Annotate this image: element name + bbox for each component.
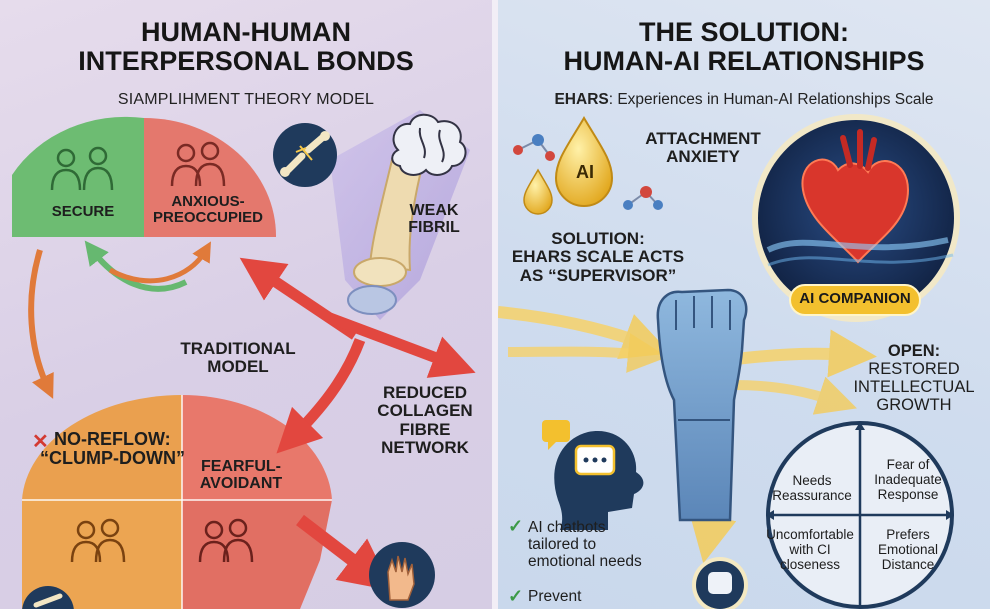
left-illustration: ✕	[12, 110, 476, 609]
hand-icon	[369, 542, 435, 608]
right-panel: THE SOLUTION: HUMAN-AI RELATIONSHIPS EHA…	[498, 0, 990, 609]
anxious-label: ANXIOUS- PREOCCUPIED	[152, 193, 264, 227]
red-arrow-hand	[296, 514, 393, 591]
anxious-quadrant	[144, 118, 277, 237]
green-cycle-arrow	[84, 240, 188, 292]
noreflow-label: NO-REFLOW: “CLUMP-DOWN”	[40, 429, 185, 469]
quad-uncomfortable: Uncomfortable with CI closeness	[766, 527, 854, 572]
panel-divider	[492, 0, 498, 609]
open-growth-label: OPEN: RESTORED INTELLECTUAL GROWTH	[853, 342, 975, 415]
attachment-anxiety-label: ATTACHMENT ANXIETY	[645, 129, 761, 167]
fearful-label: FEARFUL- AVOIDANT	[199, 458, 283, 493]
yellow-arrow-out-1	[727, 329, 877, 378]
secure-label: SECURE	[51, 203, 115, 220]
small-fist-icon	[692, 557, 748, 609]
red-arrow-right	[328, 312, 476, 378]
molecule-icon-2	[623, 186, 663, 210]
x-mark-icon: ✕	[32, 431, 49, 453]
yellow-arrow-out-2	[732, 376, 857, 415]
ai-companion-label: AI COMPANION	[799, 290, 911, 307]
ehars-quadrant-chart	[766, 421, 954, 609]
quad-prefers-distance: Prefers Emotional Distance	[877, 527, 939, 572]
orange-cycle-arrow	[108, 241, 211, 284]
brain-icon	[391, 113, 467, 176]
yellow-arrow-in-1	[498, 306, 671, 360]
ai-drop-label: AI	[576, 162, 594, 182]
red-arrow-down	[276, 338, 366, 454]
traditional-model-label: TRADITIONAL MODEL	[180, 339, 296, 377]
fearful-quadrant	[182, 394, 332, 609]
right-subtitle: EHARS: Experiences in Human-AI Relations…	[554, 91, 934, 108]
anxious-people-icon	[170, 141, 226, 187]
quad-needs-reassurance: Needs Reassurance	[772, 473, 852, 503]
weak-fibril-label: WEAK FIBRIL	[408, 202, 460, 237]
left-subtitle: SIAMPLIHMENT THEORY MODEL	[117, 91, 375, 108]
bottom-left-bone-icon	[22, 586, 74, 609]
check-item-chatbots: AI chatbots tailored to emotional needs	[528, 519, 642, 571]
chat-head-icon	[542, 420, 644, 530]
solution-label: SOLUTION: EHARS SCALE ACTS AS “SUPERVISO…	[511, 229, 685, 285]
molecule-icon	[513, 134, 555, 161]
check-icon: ✓	[508, 516, 523, 536]
left-panel: HUMAN-HUMAN INTERPERSONAL BONDS SIAMPLIH…	[0, 0, 492, 609]
fearful-people-icon	[198, 518, 254, 563]
reduced-collagen-label: REDUCED COLLAGEN FIBRE NETWORK	[377, 383, 473, 458]
check-item-prevent: Prevent	[528, 588, 582, 605]
broken-bone-icon	[273, 123, 337, 187]
right-title: THE SOLUTION: HUMAN-AI RELATIONSHIPS	[563, 17, 925, 76]
left-down-arrow	[28, 249, 54, 399]
yellow-arrow-in-2	[507, 333, 668, 373]
ai-drop-icon	[554, 116, 614, 207]
check-icon-2: ✓	[508, 586, 523, 606]
left-title: HUMAN-HUMAN INTERPERSONAL BONDS	[78, 17, 414, 76]
ai-heart-illustration	[752, 114, 960, 322]
secure-people-icon	[50, 146, 114, 191]
raised-fist-icon	[656, 288, 748, 522]
right-illustration: ✓ ✓	[498, 114, 960, 609]
small-drop-icon	[523, 168, 553, 215]
noreflow-quadrant	[22, 394, 182, 609]
orange-people-icon	[70, 518, 126, 563]
quad-fear-inadequate: Fear of Inadequate Response	[874, 457, 942, 502]
